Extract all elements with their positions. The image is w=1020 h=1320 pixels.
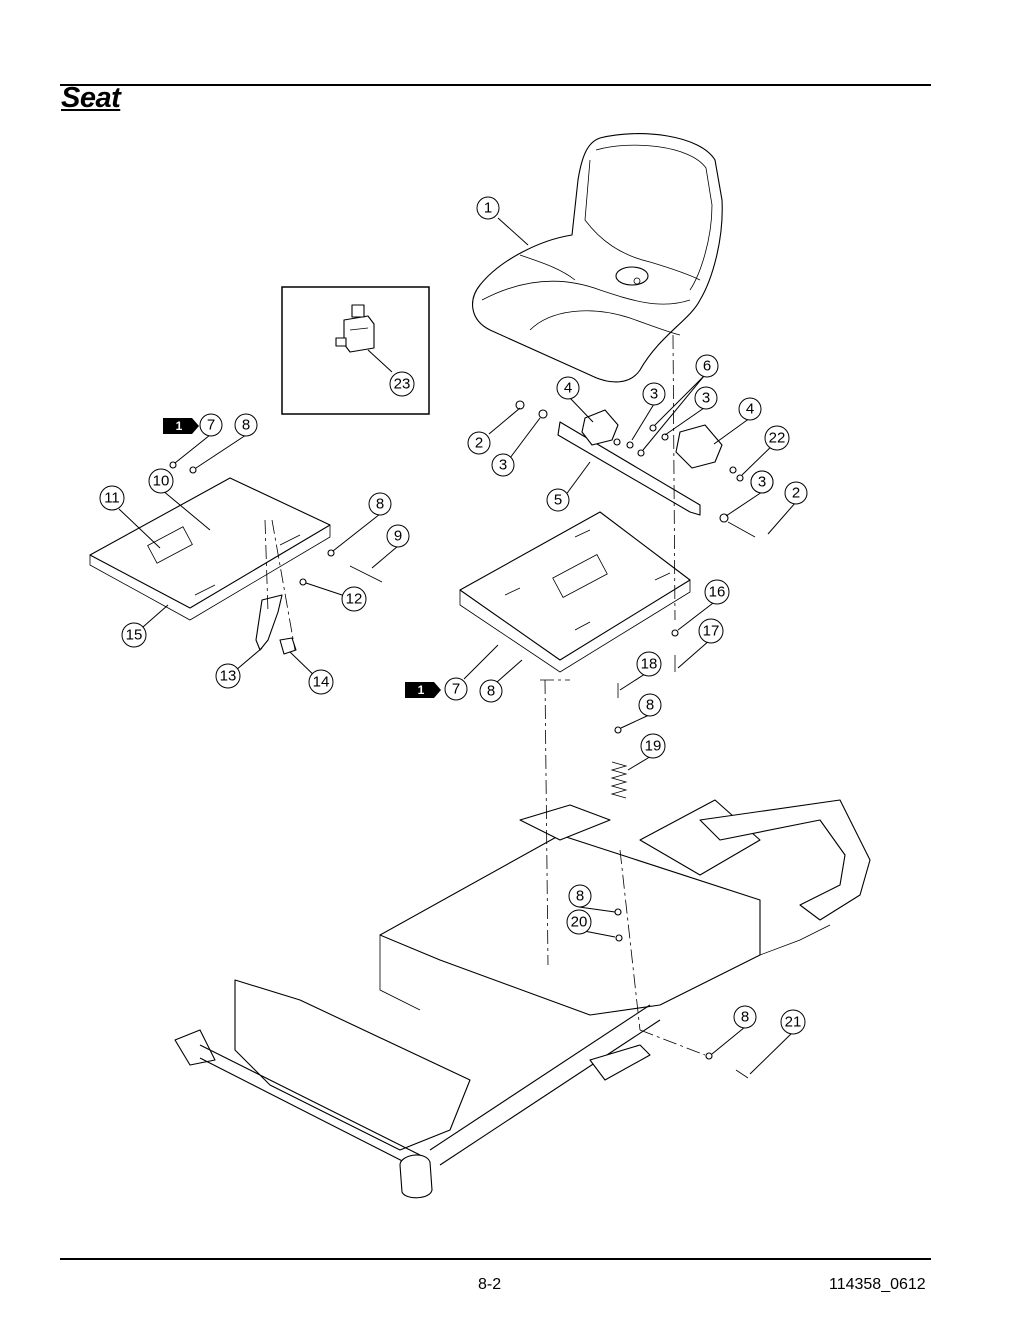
seat-pan-assembly-drawing bbox=[89, 461, 383, 655]
svg-text:16: 16 bbox=[709, 584, 726, 601]
svg-text:8: 8 bbox=[576, 888, 584, 905]
callout-3: 3 bbox=[491, 453, 515, 477]
svg-text:8: 8 bbox=[646, 697, 654, 714]
callout-16: 16 bbox=[704, 579, 730, 605]
svg-text:8: 8 bbox=[741, 1009, 749, 1026]
seat-switch-drawing bbox=[335, 304, 375, 353]
callout-4: 4 bbox=[738, 397, 762, 421]
svg-text:21: 21 bbox=[785, 1014, 802, 1031]
callout-7: 7 bbox=[444, 677, 468, 701]
svg-text:4: 4 bbox=[564, 380, 572, 397]
svg-text:12: 12 bbox=[346, 591, 363, 608]
svg-text:2: 2 bbox=[475, 435, 483, 452]
svg-text:13: 13 bbox=[220, 668, 237, 685]
callout-19: 19 bbox=[640, 733, 666, 759]
callout-2: 2 bbox=[467, 431, 491, 455]
callout-8: 8 bbox=[368, 492, 392, 516]
svg-text:22: 22 bbox=[769, 430, 786, 447]
callout-15: 15 bbox=[121, 622, 147, 648]
callout-1: 1 bbox=[476, 196, 500, 220]
callout-8: 8 bbox=[568, 884, 592, 908]
callout-13: 13 bbox=[215, 663, 241, 689]
callout-9: 9 bbox=[386, 524, 410, 548]
svg-text:3: 3 bbox=[499, 457, 507, 474]
svg-text:14: 14 bbox=[313, 674, 330, 691]
svg-text:3: 3 bbox=[758, 474, 766, 491]
page-number: 8-2 bbox=[478, 1276, 502, 1293]
callout-18: 18 bbox=[636, 651, 662, 677]
svg-text:19: 19 bbox=[645, 738, 662, 755]
svg-text:3: 3 bbox=[650, 386, 658, 403]
page-title: Seat bbox=[61, 82, 121, 114]
svg-text:11: 11 bbox=[104, 490, 120, 507]
svg-text:5: 5 bbox=[554, 492, 562, 509]
callout-3: 3 bbox=[750, 470, 774, 494]
svg-text:8: 8 bbox=[242, 417, 250, 434]
callout-4: 4 bbox=[556, 376, 580, 400]
reference-tag: 1 bbox=[405, 682, 441, 698]
seat-drawing bbox=[472, 133, 723, 383]
callout-7: 7 bbox=[199, 413, 223, 437]
svg-text:1: 1 bbox=[418, 683, 425, 697]
callout-8: 8 bbox=[234, 413, 258, 437]
svg-text:23: 23 bbox=[394, 376, 411, 393]
svg-text:2: 2 bbox=[792, 485, 800, 502]
header-rule bbox=[60, 84, 931, 86]
spring-hardware-drawing bbox=[610, 629, 679, 799]
svg-text:8: 8 bbox=[376, 496, 384, 513]
callout-2: 2 bbox=[784, 481, 808, 505]
svg-text:9: 9 bbox=[394, 528, 402, 545]
seat-rail-drawing bbox=[515, 400, 756, 538]
footer-rule bbox=[60, 1258, 931, 1260]
svg-text:1: 1 bbox=[176, 419, 183, 433]
document-code: 114358_0612 bbox=[829, 1276, 926, 1293]
svg-text:20: 20 bbox=[571, 914, 588, 931]
svg-text:10: 10 bbox=[153, 473, 170, 490]
callout-5: 5 bbox=[546, 488, 570, 512]
svg-text:7: 7 bbox=[207, 417, 215, 434]
callout-3: 3 bbox=[642, 382, 666, 406]
svg-text:8: 8 bbox=[487, 683, 495, 700]
callout-21: 21 bbox=[780, 1009, 806, 1035]
callout-8: 8 bbox=[733, 1005, 757, 1029]
seat-plate-drawing bbox=[459, 511, 691, 673]
callout-8: 8 bbox=[479, 679, 503, 703]
svg-text:6: 6 bbox=[703, 358, 711, 375]
callout-11: 11 bbox=[99, 485, 125, 511]
svg-text:4: 4 bbox=[746, 401, 754, 418]
inset-frame bbox=[281, 286, 430, 415]
svg-text:3: 3 bbox=[702, 390, 710, 407]
callout-22: 22 bbox=[764, 425, 790, 451]
mower-frame-drawing bbox=[174, 799, 871, 1199]
callout-12: 12 bbox=[341, 586, 367, 612]
svg-text:17: 17 bbox=[703, 623, 720, 640]
callout-6: 6 bbox=[695, 354, 719, 378]
callout-23: 23 bbox=[389, 371, 415, 397]
callout-20: 20 bbox=[566, 909, 592, 935]
callout-10: 10 bbox=[148, 468, 174, 494]
svg-text:18: 18 bbox=[641, 656, 658, 673]
svg-text:15: 15 bbox=[126, 627, 143, 644]
reference-tag: 1 bbox=[163, 418, 199, 434]
svg-text:1: 1 bbox=[484, 200, 492, 217]
svg-text:7: 7 bbox=[452, 681, 460, 698]
callout-17: 17 bbox=[698, 618, 724, 644]
callout-8: 8 bbox=[638, 693, 662, 717]
callout-3: 3 bbox=[694, 386, 718, 410]
callout-14: 14 bbox=[308, 669, 334, 695]
